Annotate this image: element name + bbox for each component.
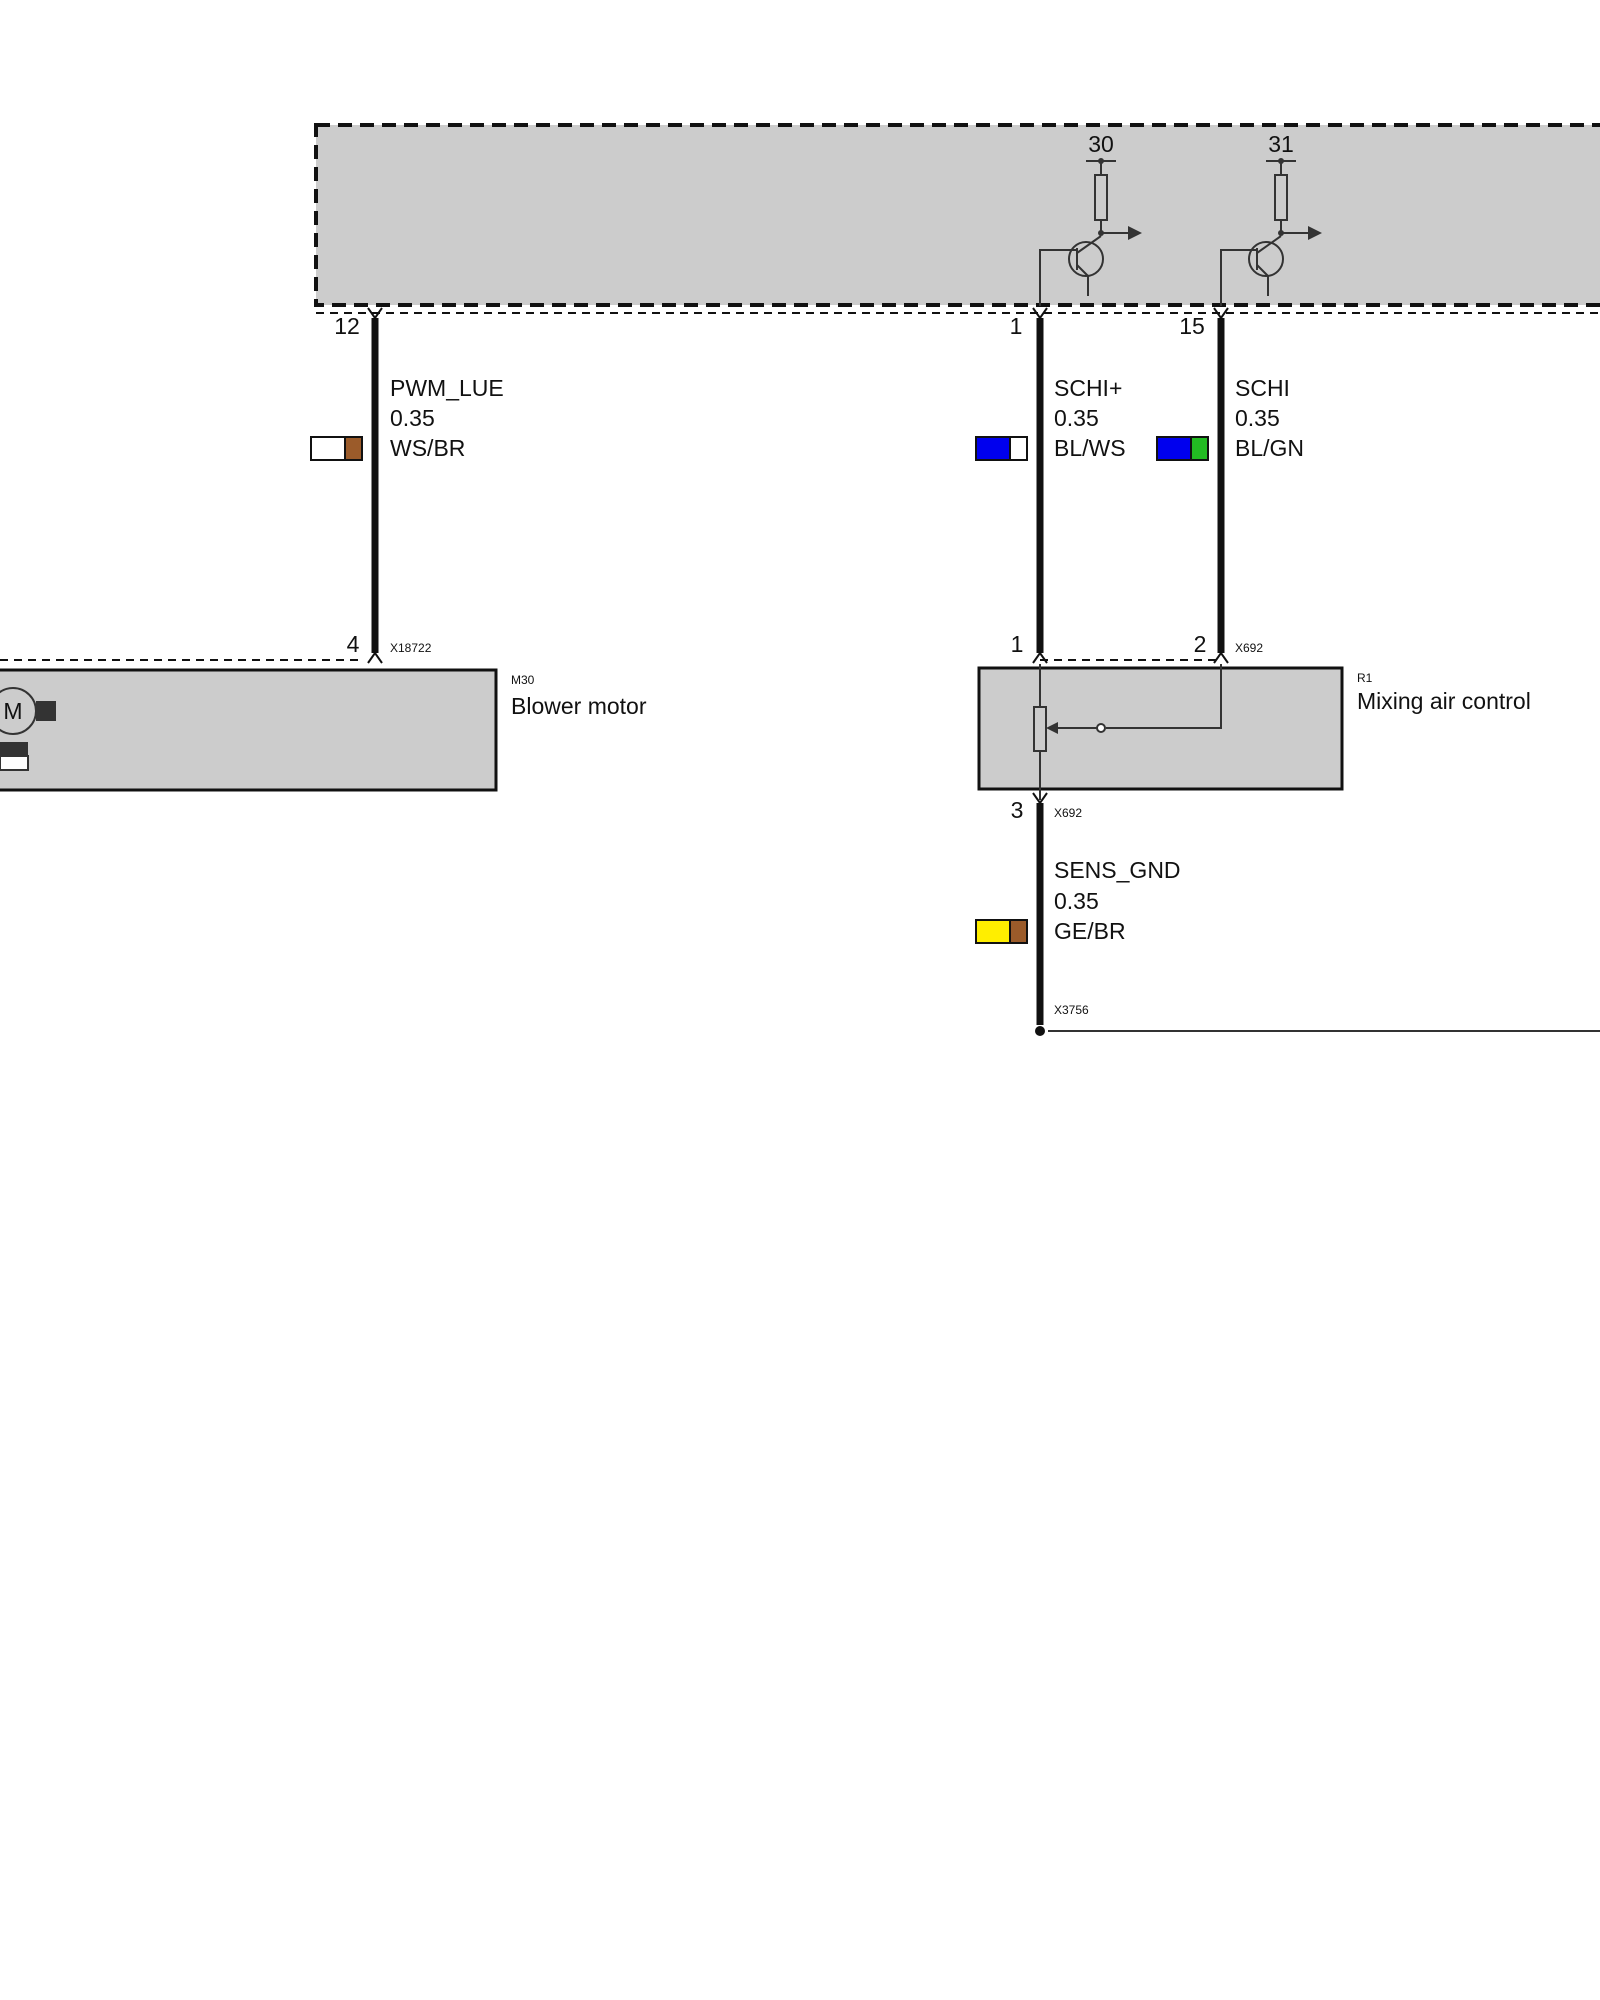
resistor-30 <box>1094 174 1108 221</box>
wire-sens-gnd-swatch-2 <box>1009 919 1028 944</box>
mixing-air-control-ref: R1 <box>1357 671 1373 685</box>
wire-schi-pin-bottom: 2 <box>1194 631 1207 657</box>
transistor-31-emitter <box>1256 264 1269 277</box>
wire-sens-gnd-connector-top: X692 <box>1054 806 1082 820</box>
pin-terminal-icon <box>1032 307 1048 320</box>
output-stage-31: 31 <box>1220 131 1322 306</box>
transistor-30-emitter <box>1076 264 1089 277</box>
wire-schi-plus-swatch-1 <box>975 436 1011 461</box>
wire-sens-gnd-name: SENS_GND <box>1054 857 1181 883</box>
wire-sens-gnd-swatch-1 <box>975 919 1011 944</box>
pin-terminal-icon <box>367 651 383 664</box>
fan-icon-top <box>0 742 28 756</box>
wire-pwm-lue-swatch-2 <box>344 436 363 461</box>
wire-schi-plus-name: SCHI+ <box>1054 375 1122 401</box>
wire-sens-gnd[interactable]: 3 X692 SENS_GND 0.35 GE/BR X3756 <box>975 792 1600 1036</box>
wire-schi-plus-swatch-2 <box>1009 436 1028 461</box>
wire-sens-gnd-color: GE/BR <box>1054 918 1126 944</box>
wire-schi-size: 0.35 <box>1235 405 1280 431</box>
blower-motor-box[interactable] <box>0 668 498 792</box>
wire-sens-gnd-pin-top: 3 <box>1011 797 1024 823</box>
wire-pwm-lue-color: WS/BR <box>390 435 465 461</box>
transistor-30-icon <box>1068 241 1104 277</box>
terminal-30-label: 30 <box>1088 131 1114 157</box>
wire-schi-swatch-2 <box>1190 436 1209 461</box>
wire-pwm-lue-pin-top: 12 <box>334 313 360 339</box>
transistor-31-collector <box>1256 235 1282 254</box>
control-unit: 30 31 <box>314 123 1600 314</box>
pin-terminal-icon <box>367 307 383 320</box>
output-stage-30: 30 <box>1039 131 1142 306</box>
blower-motor-ref: M30 <box>511 673 535 687</box>
transistor-31-base-lead <box>1220 249 1257 306</box>
wire-schi-plus-pin-top: 1 <box>1010 313 1023 339</box>
mixing-air-control[interactable]: R1 Mixing air control <box>977 659 1531 800</box>
wiper-arrow-icon <box>1046 722 1058 734</box>
wire-pwm-lue-connector: X18722 <box>390 641 432 655</box>
wire-schi[interactable]: 15 SCHI 0.35 BL/GN 2 X692 <box>1156 307 1304 664</box>
pin-terminal-icon <box>1213 307 1229 320</box>
wire-pwm-lue-size: 0.35 <box>390 405 435 431</box>
wire-pwm-lue-name: PWM_LUE <box>390 375 504 401</box>
motor-symbol: M <box>3 698 22 724</box>
blower-motor[interactable]: M M30 Blower motor <box>0 659 647 792</box>
potentiometer-icon <box>1033 706 1047 752</box>
wire-pwm-lue-pin-bottom: 4 <box>347 631 360 657</box>
output-arrow-31-icon <box>1308 226 1322 240</box>
terminal-31-label: 31 <box>1268 131 1294 157</box>
pin-terminal-icon <box>1032 651 1048 664</box>
pin-terminal-icon <box>1213 651 1229 664</box>
wiper-lead <box>1106 664 1222 729</box>
wire-schi-plus-size: 0.35 <box>1054 405 1099 431</box>
wire-schi-color: BL/GN <box>1235 435 1304 461</box>
fan-icon-bottom <box>0 755 29 771</box>
blower-motor-name: Blower motor <box>511 693 647 719</box>
wiper-contact-icon <box>1096 723 1106 733</box>
wire-schi-plus-color: BL/WS <box>1054 435 1126 461</box>
wire-pwm-lue-swatch-1 <box>310 436 346 461</box>
wire-schi-pin-top: 15 <box>1179 313 1205 339</box>
mixing-air-control-name: Mixing air control <box>1357 688 1531 714</box>
control-unit-box <box>314 123 1600 307</box>
pin-terminal-icon <box>1032 792 1048 805</box>
ground-splice-node <box>1035 1026 1045 1036</box>
wire-sens-gnd-connector: X3756 <box>1054 1003 1089 1017</box>
wire-schi-plus[interactable]: 1 SCHI+ 0.35 BL/WS 1 <box>975 307 1126 664</box>
wire-schi-name: SCHI <box>1235 375 1290 401</box>
wire-schi-swatch-1 <box>1156 436 1192 461</box>
wire-sens-gnd-size: 0.35 <box>1054 888 1099 914</box>
transistor-30-collector <box>1076 235 1102 254</box>
resistor-31 <box>1274 174 1288 221</box>
motor-shaft-icon <box>36 701 56 721</box>
transistor-30-base-lead <box>1039 249 1077 306</box>
wire-pwm-lue[interactable]: 12 PWM_LUE 0.35 WS/BR 4 X18722 <box>310 307 504 664</box>
transistor-31-icon <box>1248 241 1284 277</box>
output-arrow-30-icon <box>1128 226 1142 240</box>
wire-schi-plus-pin-bottom: 1 <box>1011 631 1024 657</box>
wire-schi-connector: X692 <box>1235 641 1263 655</box>
